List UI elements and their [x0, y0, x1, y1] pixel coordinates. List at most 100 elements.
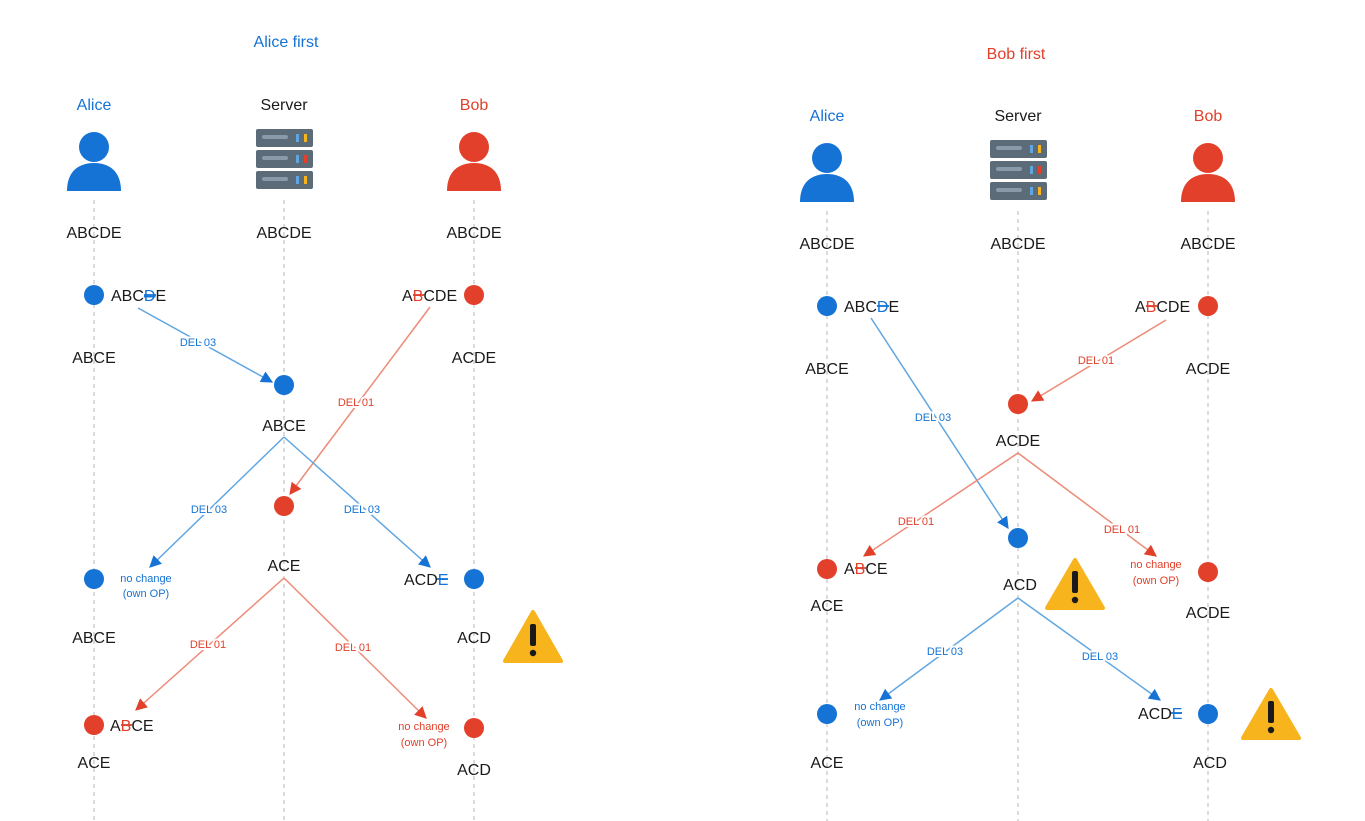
alice-receive-dot — [817, 559, 837, 579]
server-icon — [990, 140, 1047, 200]
bob-person-icon — [447, 132, 501, 191]
op-label: DEL 01 — [335, 642, 371, 654]
server-receive-dot — [274, 375, 294, 395]
alice-op-arrow — [870, 317, 1009, 530]
op-label: DEL 03 — [1082, 651, 1118, 663]
alice-edit-dot — [84, 285, 104, 305]
op-label: DEL 03 — [344, 504, 380, 516]
bob-final-state: ACD — [457, 762, 491, 779]
alice-final-state: ACE — [78, 755, 111, 772]
alice-receive-dot — [84, 569, 104, 589]
bob-state: ACDE — [452, 350, 496, 367]
bob-edit-text: ABCDE — [402, 288, 457, 305]
panel-bob-first: Bob first Alice Server Bob ABCDE ABCDE — [799, 46, 1301, 821]
alice-final-state: ACE — [811, 755, 844, 772]
alice-op-arrow — [137, 307, 274, 383]
alice-person-icon — [800, 143, 854, 202]
actor-bob-label: Bob — [1194, 108, 1223, 125]
bob-final-state: ACD — [1193, 755, 1227, 772]
struck-char: B — [1146, 299, 1157, 316]
struck-char: B — [855, 561, 866, 578]
panel-title: Alice first — [254, 34, 319, 51]
server-receive-dot — [1008, 394, 1028, 414]
actor-alice-label: Alice — [810, 108, 845, 125]
struck-char: D — [144, 288, 156, 305]
op-label: DEL 03 — [915, 412, 951, 424]
bob-initial-state: ABCDE — [1180, 236, 1235, 253]
bob-state: ACDE — [1186, 605, 1230, 622]
server-receive-dot — [1008, 528, 1028, 548]
server-to-alice-arrow-2 — [135, 577, 285, 711]
op-label: DEL 01 — [338, 397, 374, 409]
bob-recv-text: ACDE — [404, 572, 448, 589]
bob-state: ACD — [457, 630, 491, 647]
alice-state: ABCE — [72, 350, 116, 367]
alice-edit-text: ABCDE — [844, 299, 899, 316]
bob-person-icon — [1181, 143, 1235, 202]
struck-char: B — [413, 288, 424, 305]
server-state: ABCE — [262, 418, 306, 435]
no-change-note: no change(own OP) — [854, 701, 905, 729]
alice-final-edit-text: ABCE — [110, 718, 154, 735]
server-state: ACD — [1003, 577, 1037, 594]
server-to-alice-arrow-2 — [879, 597, 1019, 701]
bob-initial-state: ABCDE — [446, 225, 501, 242]
actor-server-label: Server — [994, 108, 1042, 125]
server-state: ACDE — [996, 433, 1040, 450]
op-label: DEL 01 — [1078, 355, 1114, 367]
bob-state: ACDE — [1186, 361, 1230, 378]
server-to-alice-arrow — [863, 452, 1019, 557]
actor-alice-label: Alice — [77, 97, 112, 114]
alice-state: ACE — [811, 598, 844, 615]
struck-char: D — [877, 299, 889, 316]
bob-receive-dot — [1198, 562, 1218, 582]
alice-edit-text: ABCDE — [111, 288, 166, 305]
bob-final-dot — [464, 718, 484, 738]
server-initial-state: ABCDE — [256, 225, 311, 242]
warning-icon — [1045, 558, 1105, 610]
alice-initial-state: ABCDE — [66, 225, 121, 242]
op-label: DEL 01 — [898, 516, 934, 528]
panel-title: Bob first — [987, 46, 1046, 63]
panel-alice-first: Alice first Alice Server Bob — [66, 34, 563, 821]
server-icon — [256, 129, 313, 189]
no-change-note: no change(own OP) — [1130, 559, 1181, 587]
server-state: ACE — [268, 558, 301, 575]
struck-char: E — [1172, 706, 1183, 723]
alice-state: ABCE — [805, 361, 849, 378]
server-initial-state: ABCDE — [990, 236, 1045, 253]
op-label: DEL 03 — [191, 504, 227, 516]
actor-bob-label: Bob — [460, 97, 489, 114]
alice-recv-text: ABCE — [844, 561, 888, 578]
server-receive-dot — [274, 496, 294, 516]
no-change-note: no change(own OP) — [120, 573, 171, 600]
bob-receive-dot — [464, 569, 484, 589]
alice-final-dot — [84, 715, 104, 735]
server-to-bob-arrow — [1017, 452, 1157, 557]
no-change-note: no change(own OP) — [398, 721, 449, 749]
op-label: DEL 03 — [927, 646, 963, 658]
struck-char: E — [438, 572, 449, 589]
struck-char: B — [121, 718, 132, 735]
alice-initial-state: ABCDE — [799, 236, 854, 253]
alice-final-dot — [817, 704, 837, 724]
op-label: DEL 01 — [1104, 524, 1140, 536]
bob-edit-dot — [464, 285, 484, 305]
bob-op-arrow — [1030, 319, 1167, 402]
bob-edit-dot — [1198, 296, 1218, 316]
op-label: DEL 03 — [180, 337, 216, 349]
alice-edit-dot — [817, 296, 837, 316]
op-label: DEL 01 — [190, 639, 226, 651]
warning-icon — [503, 610, 563, 663]
bob-final-dot — [1198, 704, 1218, 724]
alice-person-icon — [67, 132, 121, 191]
warning-icon — [1241, 688, 1301, 740]
server-to-bob-arrow-2 — [283, 577, 427, 719]
bob-final-edit-text: ACDE — [1138, 706, 1182, 723]
bob-edit-text: ABCDE — [1135, 299, 1190, 316]
server-to-bob-arrow — [283, 436, 431, 568]
alice-state: ABCE — [72, 630, 116, 647]
actor-server-label: Server — [260, 97, 308, 114]
server-to-bob-arrow-2 — [1017, 597, 1161, 701]
